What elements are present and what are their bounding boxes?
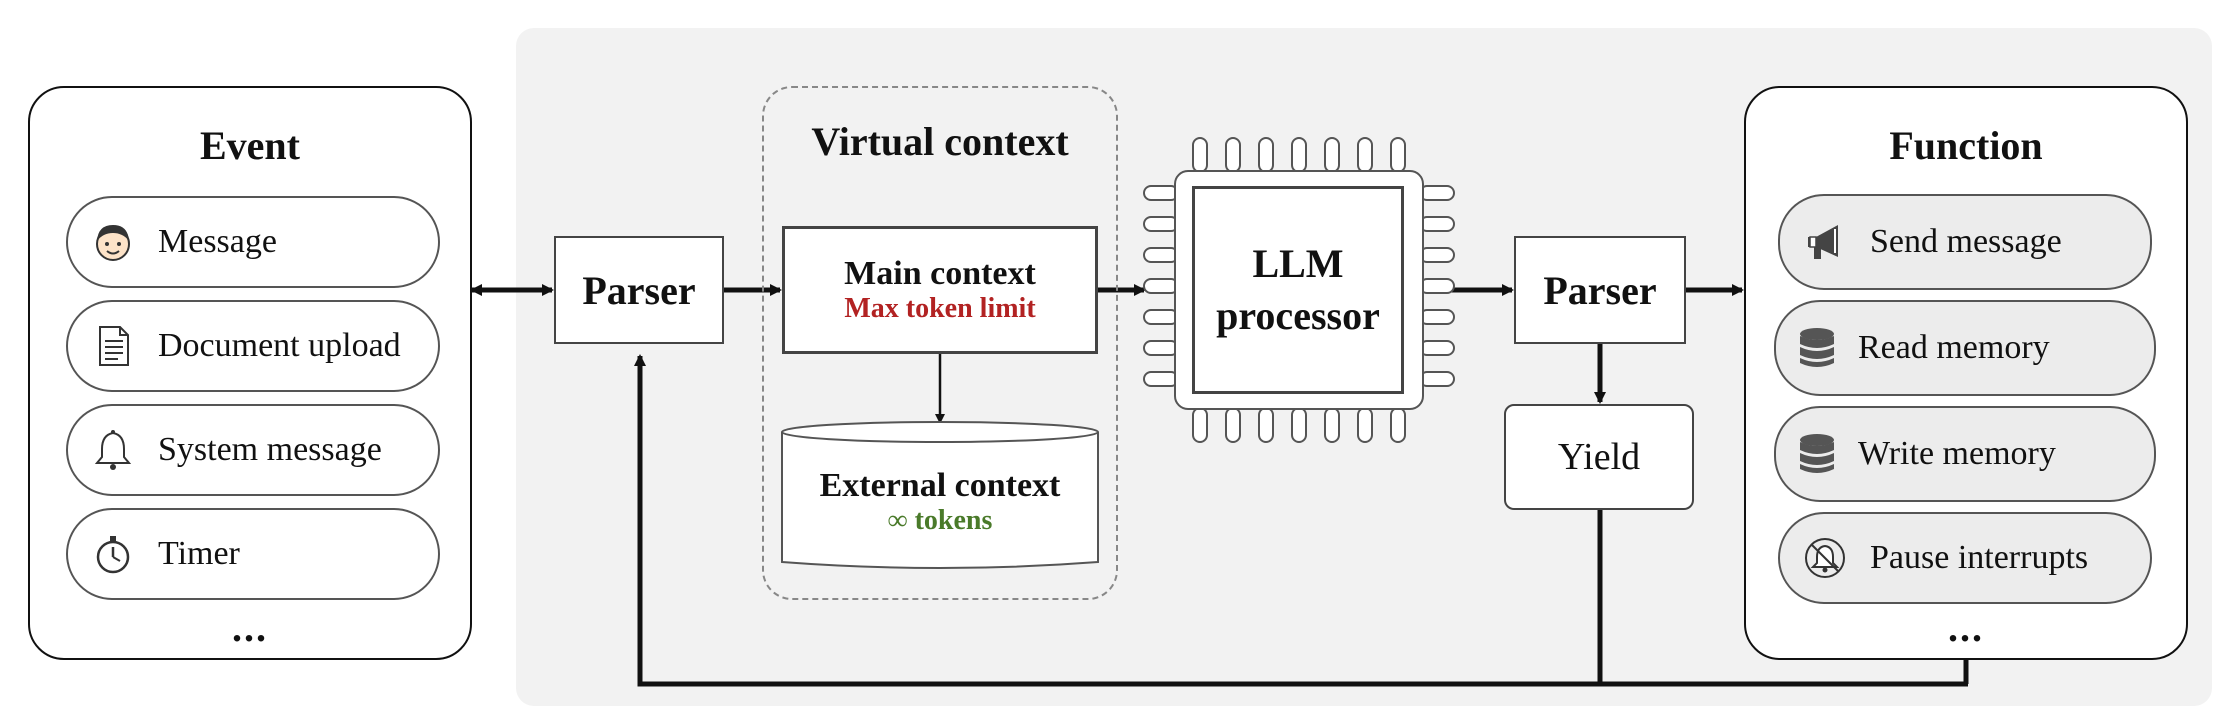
function-item-read-memory[interactable]: Read memory xyxy=(1774,300,2156,396)
parser-input[interactable]: Parser xyxy=(554,236,724,344)
parser-output[interactable]: Parser xyxy=(1514,236,1686,344)
parser-output-label: Parser xyxy=(1543,267,1657,313)
stopwatch-icon xyxy=(90,531,136,577)
main-context-label: Main context xyxy=(844,255,1036,292)
bell-off-icon xyxy=(1802,535,1848,581)
face-icon xyxy=(90,219,136,265)
bell-icon xyxy=(90,427,136,473)
event-item-label: System message xyxy=(158,431,382,468)
event-item-label: Message xyxy=(158,223,277,260)
feedback-loop-bottom xyxy=(634,354,1968,687)
external-context-label: External context xyxy=(819,467,1061,504)
function-item-pause-interrupts[interactable]: Pause interrupts xyxy=(1778,512,2152,604)
event-more: ... xyxy=(232,605,268,650)
chip-pins xyxy=(1143,137,1455,443)
function-item-label: Write memory xyxy=(1858,435,2056,472)
function-item-label: Send message xyxy=(1870,223,2062,260)
llm-line1: LLM xyxy=(1252,241,1344,286)
event-panel: Event Message Document upload xyxy=(28,86,472,660)
database-icon xyxy=(1794,431,1840,477)
function-item-label: Read memory xyxy=(1858,329,2050,366)
event-title: Event xyxy=(200,123,300,168)
external-context[interactable]: External context ∞ tokens xyxy=(782,452,1098,552)
llm-processor[interactable]: LLM processor xyxy=(1192,186,1404,394)
event-item-document-upload[interactable]: Document upload xyxy=(66,300,440,392)
function-more: ... xyxy=(1948,605,1984,650)
event-item-timer[interactable]: Timer xyxy=(66,508,440,600)
database-icon xyxy=(1794,325,1840,371)
function-item-label: Pause interrupts xyxy=(1870,539,2089,576)
function-item-write-memory[interactable]: Write memory xyxy=(1774,406,2156,502)
llm-line2: processor xyxy=(1216,293,1380,338)
event-item-label: Timer xyxy=(158,535,240,572)
virtual-context: Virtual context xyxy=(762,86,1118,600)
external-context-sub: ∞ tokens xyxy=(887,505,993,536)
virtual-context-title: Virtual context xyxy=(811,119,1069,164)
parser-input-label: Parser xyxy=(582,267,696,313)
event-item-message[interactable]: Message xyxy=(66,196,440,288)
function-panel: Function Send message Read memory xyxy=(1744,86,2188,660)
yield-label: Yield xyxy=(1557,436,1641,478)
document-icon xyxy=(90,323,136,369)
event-item-system-message[interactable]: System message xyxy=(66,404,440,496)
main-context-sub: Max token limit xyxy=(844,293,1036,324)
function-title: Function xyxy=(1889,123,2043,168)
yield-box[interactable]: Yield xyxy=(1504,404,1694,510)
megaphone-icon xyxy=(1802,219,1848,265)
event-item-label: Document upload xyxy=(158,327,401,364)
main-context[interactable]: Main context Max token limit xyxy=(782,226,1098,354)
function-item-send-message[interactable]: Send message xyxy=(1778,194,2152,290)
